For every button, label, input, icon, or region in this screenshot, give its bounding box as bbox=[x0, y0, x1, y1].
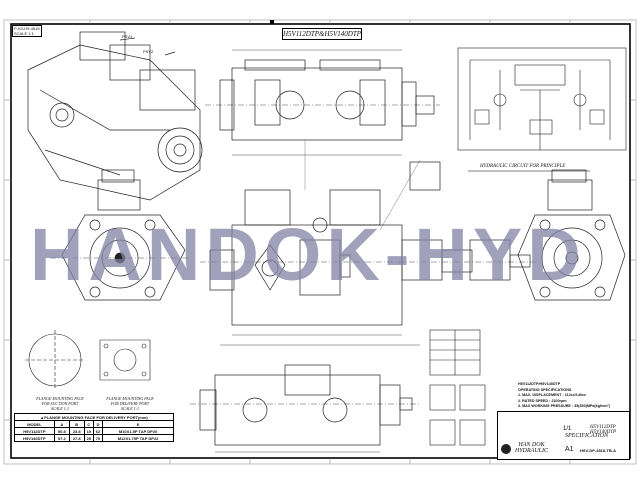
header-cell: D bbox=[92, 420, 104, 428]
operating-specifications: H5V112DTP/H5V140DTP OPERATING SPECIFICAT… bbox=[518, 382, 626, 410]
caption-sub: FOR DELIVERY PORT bbox=[110, 401, 150, 406]
hydraulic-circuit bbox=[457, 47, 627, 151]
cell: 25 bbox=[83, 434, 94, 442]
inner-frame bbox=[10, 23, 631, 459]
corner-code-box: P-K0-H9-4518 SCALE 1:1 bbox=[12, 25, 42, 37]
header-cell: E bbox=[102, 420, 174, 428]
scale-value: 1/1 bbox=[563, 426, 572, 432]
cell: 70 bbox=[92, 434, 104, 442]
caption-sub: FOR SUCTION PORT bbox=[41, 401, 79, 406]
header-cell: MODEL bbox=[14, 420, 55, 428]
title-block-models: H5V112DTP H5V140DTP bbox=[590, 425, 616, 435]
flange-face-views bbox=[25, 330, 151, 390]
zone-ticks bbox=[4, 20, 636, 464]
drawing-title: H5V112DTP&H5V140DTP bbox=[282, 28, 362, 40]
spec-models: H5V112DTP/H5V140DTP bbox=[518, 382, 561, 386]
outer-frame bbox=[3, 19, 637, 465]
spec-line: 2. RATED SPEED : 2100rpm bbox=[518, 398, 567, 403]
model-line: H5V140DTP bbox=[590, 430, 617, 435]
doc-type: SPECIFICATION bbox=[565, 433, 609, 439]
cell: H5V140DTP bbox=[14, 434, 55, 442]
front-view-pump bbox=[200, 140, 540, 346]
circuit-caption: HYDRAULIC CIRCUIT FOR PRINCIPLE bbox=[480, 164, 566, 169]
cell: 62 bbox=[92, 427, 104, 435]
watermark: HANDOK-HYD bbox=[30, 213, 586, 296]
corner-code: P-K0-H9-4518 bbox=[14, 26, 40, 31]
title-block bbox=[497, 411, 630, 460]
cell: M10X1.5P TAP DP20 bbox=[102, 427, 174, 435]
table-row: H5V140DTP 57.2 27.8 25 70 M12X1.75P TAP … bbox=[14, 434, 174, 442]
isometric-pump-view bbox=[27, 31, 203, 201]
bottom-view-pump bbox=[190, 364, 420, 453]
table-row: H5V112DTP 50.8 23.8 19 62 M10X1.5P TAP D… bbox=[14, 427, 174, 435]
cell: 50.8 bbox=[53, 427, 70, 435]
right-end-view bbox=[517, 169, 626, 301]
table-header-row: MODEL A B C D E bbox=[14, 420, 174, 428]
header-cell: B bbox=[68, 420, 85, 428]
top-view-pump bbox=[205, 49, 440, 156]
company-logo-icon bbox=[501, 444, 511, 454]
header-cell: C bbox=[83, 420, 94, 428]
sheet-size: A1 bbox=[565, 446, 574, 453]
cell: 57.2 bbox=[53, 434, 70, 442]
caption-title: FLANGE MOUNTING FACE bbox=[106, 396, 154, 401]
flange-caption-delivery: FLANGE MOUNTING FACE FOR DELIVERY PORT S… bbox=[100, 396, 160, 411]
flange-table-title: ▲FLANGE MOUNTING FACE FOR DELIVERY PORT(… bbox=[14, 413, 174, 421]
flange-table: ▲FLANGE MOUNTING FACE FOR DELIVERY PORT(… bbox=[14, 413, 174, 442]
flange-caption-suction: FLANGE MOUNTING FACE FOR SUCTION PORT SC… bbox=[30, 396, 90, 411]
spec-line: 1. MAX. DISPLACEMENT : 112cc/140cc bbox=[518, 393, 587, 397]
caption-scale: SCALE 1:1 bbox=[120, 406, 140, 411]
header-cell: A bbox=[53, 420, 70, 428]
cell: 19 bbox=[83, 427, 94, 435]
model-line: H5V112DTP bbox=[590, 425, 616, 430]
corner-sub: SCALE 1:1 bbox=[14, 31, 34, 36]
cell: M12X1.75P TAP DP22 bbox=[102, 434, 174, 442]
cell: 23.8 bbox=[68, 427, 85, 435]
company-line: HAN DOK bbox=[518, 442, 545, 448]
left-end-view bbox=[50, 169, 190, 301]
drawing-number: HSV-DP-4518-TB-A bbox=[580, 448, 617, 453]
company-name: HAN DOK HYDRAULIC bbox=[515, 442, 548, 454]
caption-scale: SCALE 1:1 bbox=[50, 406, 70, 411]
balloon-psv1: PSV1 bbox=[122, 34, 133, 39]
company-line: HYDRAULIC bbox=[515, 448, 549, 454]
balloon-psv2: PSV2 bbox=[143, 49, 154, 54]
caption-title: FLANGE MOUNTING FACE bbox=[36, 396, 84, 401]
cell: 27.8 bbox=[68, 434, 85, 442]
cell: H5V112DTP bbox=[14, 427, 55, 435]
detail-views bbox=[429, 329, 486, 446]
spec-heading: OPERATING SPECIFICATIONS bbox=[518, 387, 572, 392]
spec-line: 3. MAX WORKING PRESSURE : 35(350)MPa(kgf… bbox=[518, 404, 610, 408]
